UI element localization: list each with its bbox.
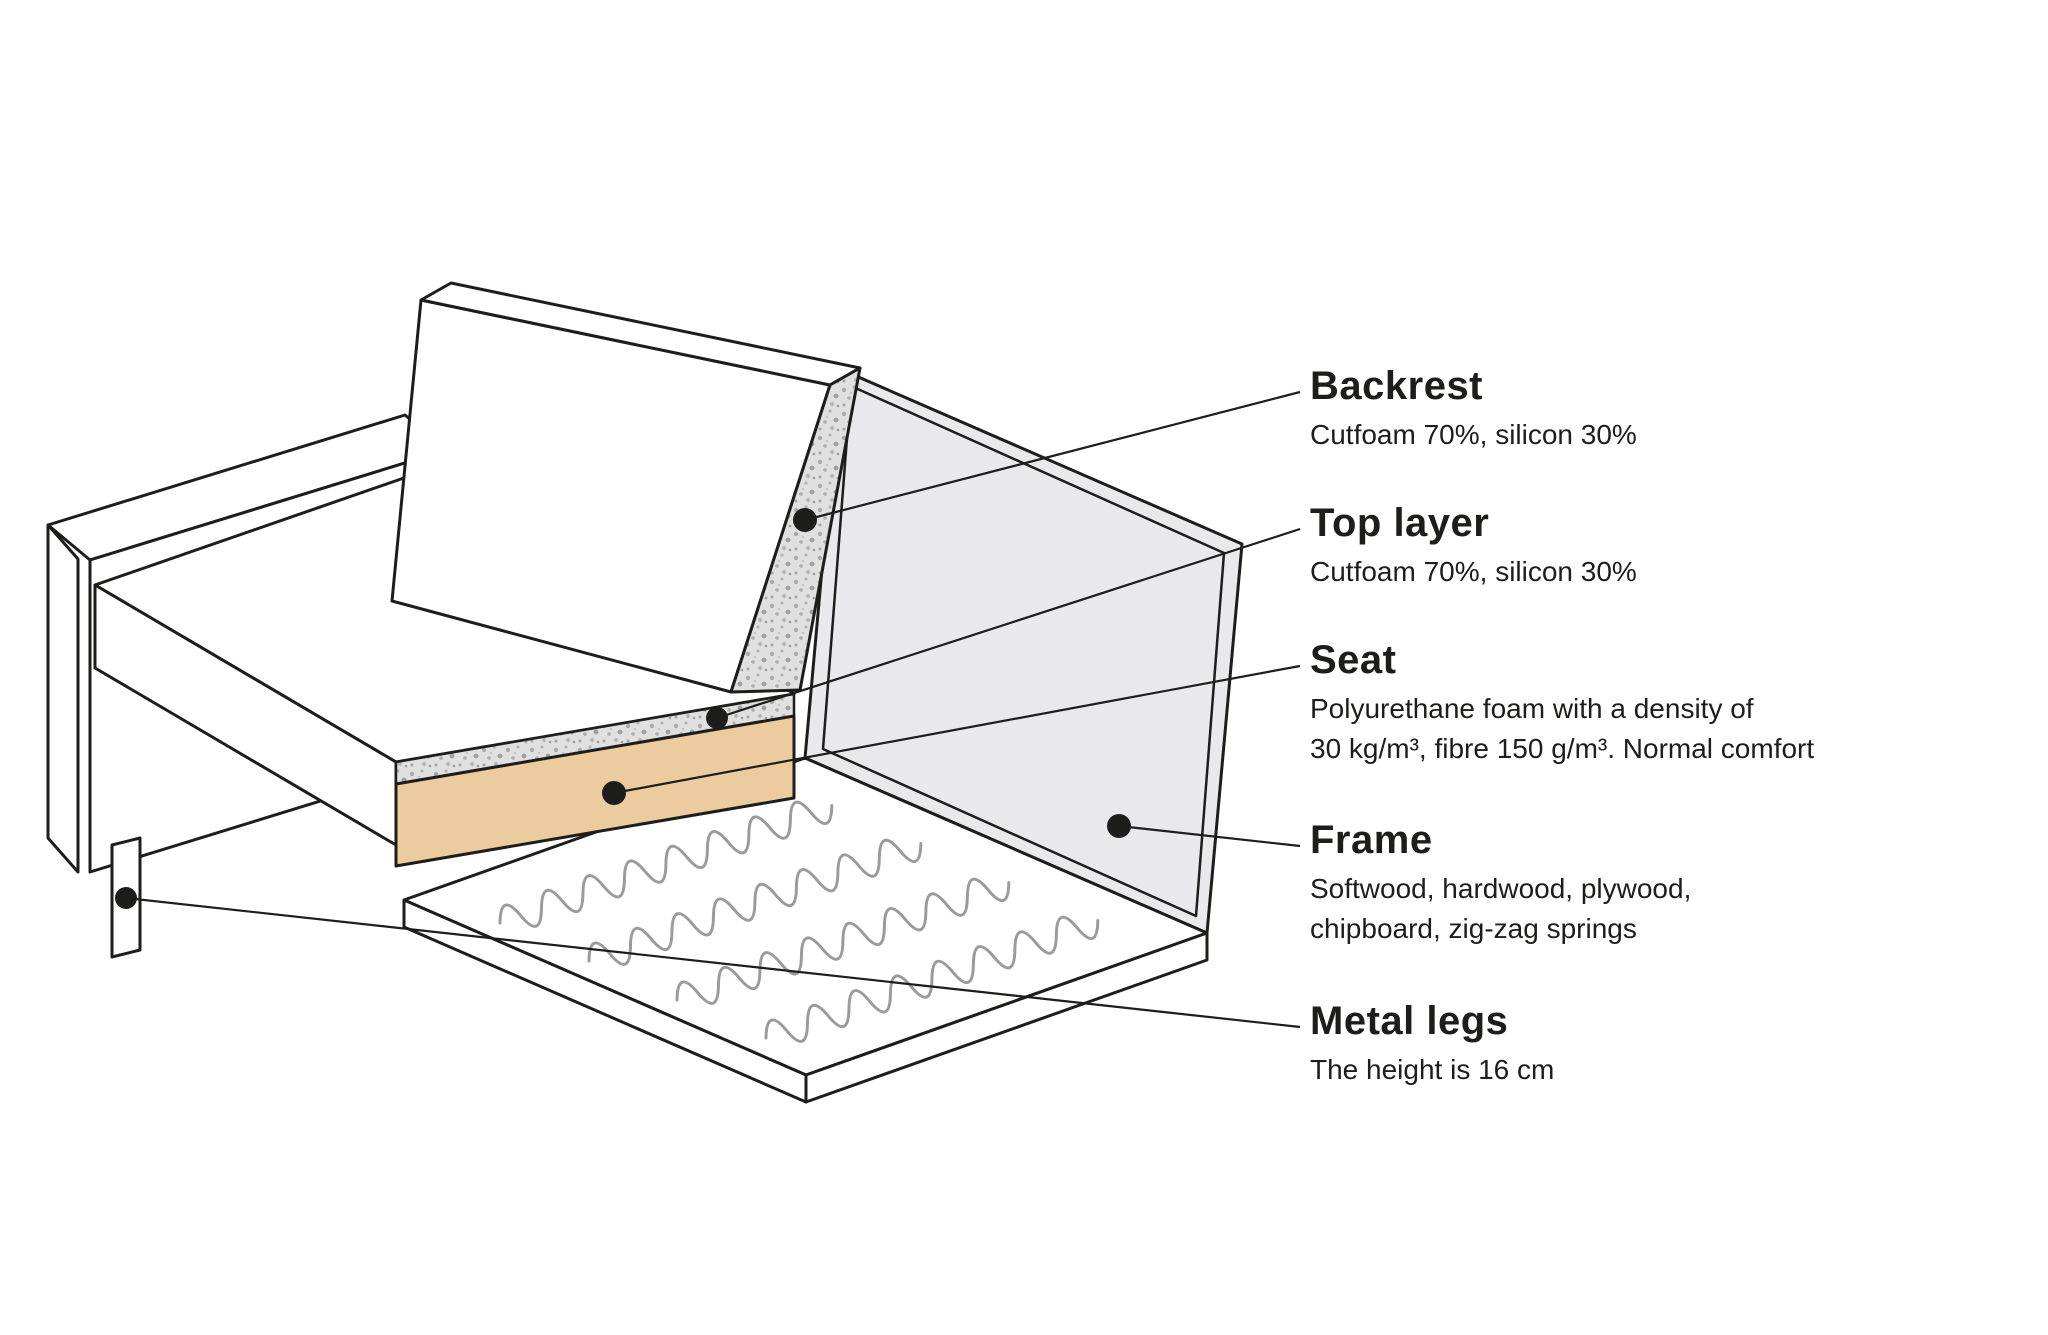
callout-desc-top-layer: Cutfoam 70%, silicon 30%	[1310, 556, 1637, 587]
callout-seat: Seat Polyurethane foam with a density of…	[1310, 637, 1814, 769]
callout-lines	[125, 390, 1301, 1029]
callout-desc-seat-line1: Polyurethane foam with a density of	[1310, 693, 1754, 724]
armrest-side-face	[46, 523, 80, 874]
callout-line-frame	[1118, 824, 1301, 848]
callout-dot-seat	[602, 781, 626, 805]
callout-dot-backrest	[793, 508, 817, 532]
callout-line-top-layer	[716, 527, 1301, 720]
callout-dot-metal-legs	[115, 887, 137, 909]
callout-line-seat	[613, 664, 1301, 795]
callout-desc-metal-legs: The height is 16 cm	[1310, 1054, 1555, 1085]
callout-title-backrest: Backrest	[1310, 364, 1484, 408]
callout-title-seat: Seat	[1310, 638, 1397, 682]
callout-desc-seat-line2: 30 kg/m³, fibre 150 g/m³. Normal comfort	[1310, 732, 1815, 764]
callout-frame: Frame Softwood, hardwood, plywood, chipb…	[1310, 817, 1691, 949]
callout-title-top-layer: Top layer	[1310, 501, 1490, 545]
seat-foam-tan	[394, 714, 796, 868]
callout-line-backrest	[804, 390, 1301, 522]
callout-desc-backrest: Cutfoam 70%, silicon 30%	[1310, 419, 1637, 450]
spring-platform-right-edge	[804, 931, 1209, 1104]
frame-panel-inner-line	[821, 384, 1226, 918]
callout-metal-legs: Metal legs The height is 16 cm	[1310, 998, 1554, 1090]
callout-dots	[115, 508, 1131, 909]
callout-line-metal-legs	[125, 896, 1301, 1029]
callout-title-frame: Frame	[1310, 818, 1433, 862]
callout-top-layer: Top layer Cutfoam 70%, silicon 30%	[1310, 500, 1637, 592]
callout-desc-frame-line1: Softwood, hardwood, plywood,	[1310, 873, 1692, 904]
callout-dot-top-layer	[706, 707, 728, 729]
callout-backrest: Backrest Cutfoam 70%, silicon 30%	[1310, 363, 1637, 455]
callout-title-metal-legs: Metal legs	[1310, 999, 1509, 1043]
callout-desc-frame-line2: chipboard, zig-zag springs	[1310, 912, 1637, 944]
callout-dot-frame	[1107, 814, 1131, 838]
